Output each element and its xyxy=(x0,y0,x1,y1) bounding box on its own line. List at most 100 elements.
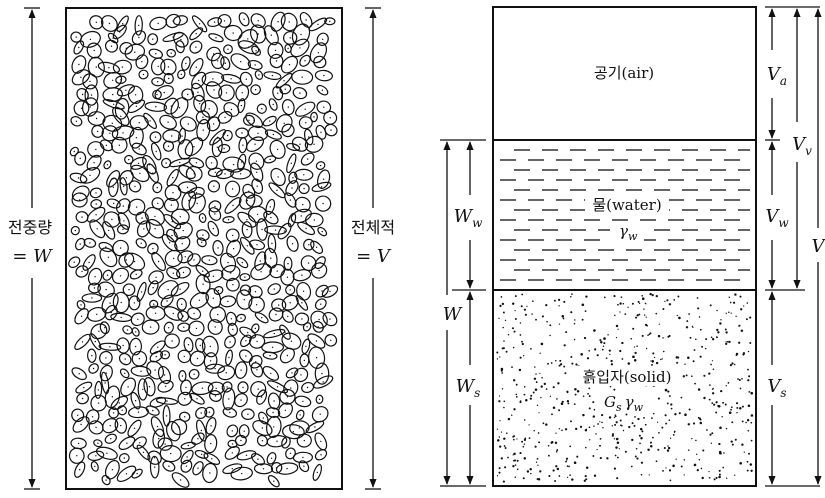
solid-dot xyxy=(673,299,676,301)
solid-dot xyxy=(636,345,638,347)
solid-dot xyxy=(715,401,718,404)
grain-dot xyxy=(77,442,80,445)
soil-grain xyxy=(71,192,88,208)
soil-grain xyxy=(218,84,235,102)
grain-dot xyxy=(225,372,227,374)
grain-dot xyxy=(73,261,75,263)
total-weight-symbol: = W xyxy=(12,246,53,267)
grain-dot xyxy=(227,300,229,303)
solid-dot xyxy=(728,296,731,299)
grain-dot xyxy=(83,386,85,389)
grain-dot xyxy=(118,402,121,404)
grain-dot xyxy=(201,217,204,219)
grain-dot xyxy=(113,202,115,205)
soil-grain xyxy=(208,207,222,221)
solid-dot xyxy=(729,363,733,367)
grain-dot xyxy=(255,160,258,162)
grain-dot xyxy=(318,269,320,272)
soil-grain xyxy=(150,416,165,438)
soil-grain xyxy=(83,237,97,248)
grain-dot xyxy=(171,234,173,237)
soil-grain xyxy=(131,468,143,479)
solid-dot xyxy=(565,460,567,463)
solid-dot xyxy=(516,459,519,462)
grain-dot xyxy=(230,78,232,80)
soil-grain xyxy=(292,87,308,100)
grain-dot xyxy=(283,122,285,125)
grain-dot xyxy=(212,78,214,80)
solid-dot xyxy=(500,367,504,371)
solid-dot xyxy=(556,468,558,470)
soil-grain xyxy=(298,116,313,130)
soil-grain xyxy=(213,286,224,295)
solid-dot xyxy=(521,293,524,296)
grain-dot xyxy=(185,386,187,389)
soil-grain xyxy=(82,254,96,271)
soil-grain xyxy=(152,182,163,194)
grain-dot xyxy=(212,297,214,299)
soil-grain xyxy=(180,379,192,396)
solid-dot xyxy=(700,467,703,470)
solid-dot xyxy=(664,414,667,417)
solid-dot xyxy=(540,396,542,399)
soil-grain xyxy=(245,112,263,129)
soil-grain xyxy=(227,322,239,337)
soil-grain xyxy=(175,40,185,54)
soil-grain xyxy=(322,311,338,327)
grain-dot xyxy=(244,276,246,278)
grain-dot xyxy=(167,145,170,147)
solid-dot xyxy=(657,397,660,400)
grain-dot xyxy=(302,203,304,206)
solid-dot xyxy=(513,452,516,456)
grain-dot xyxy=(156,186,158,189)
solid-dot xyxy=(533,430,535,432)
soil-grain xyxy=(236,450,257,461)
solid-dot xyxy=(529,397,532,400)
grain-dot xyxy=(313,143,315,145)
solid-dot xyxy=(684,413,687,416)
soil-grain xyxy=(185,165,203,182)
solid-dot xyxy=(698,458,701,461)
solid-dot xyxy=(731,443,734,446)
solid-dot xyxy=(512,438,515,441)
grain-dot xyxy=(232,328,234,331)
solid-dot xyxy=(615,446,618,449)
soil-grain xyxy=(177,69,186,80)
grain-dot xyxy=(98,330,100,332)
grain-dot xyxy=(138,36,140,39)
grain-dot xyxy=(198,79,200,82)
solid-dot xyxy=(552,469,555,472)
soil-grain xyxy=(142,154,157,175)
solid-dot xyxy=(616,441,620,444)
soil-grain xyxy=(313,375,334,389)
grain-dot xyxy=(257,20,259,22)
grain-dot xyxy=(105,144,108,146)
grain-dot xyxy=(323,106,325,108)
grain-dot xyxy=(307,158,309,160)
soil-grain xyxy=(264,129,282,140)
soil-grain xyxy=(71,69,91,86)
solid-dot xyxy=(742,352,746,355)
soil-grain xyxy=(203,452,221,465)
soil-grain xyxy=(270,11,286,32)
solid-dot xyxy=(749,463,753,466)
grain-dot xyxy=(184,398,186,400)
solid-dot xyxy=(597,423,599,425)
grain-dot xyxy=(167,66,170,68)
solid-dot xyxy=(653,356,656,359)
soil-grain xyxy=(102,418,119,434)
grain-dot xyxy=(128,158,130,161)
solid-dot xyxy=(574,393,577,396)
grain-dot xyxy=(152,38,154,40)
grain-dot xyxy=(153,303,155,305)
soil-grain xyxy=(141,319,160,335)
soil-grain xyxy=(247,59,263,71)
soil-grain xyxy=(129,337,143,356)
grain-dot xyxy=(95,117,98,120)
total-volume-symbol: = V xyxy=(356,246,392,267)
soil-grain xyxy=(275,462,299,475)
grain-dot xyxy=(300,215,302,217)
soil-grain xyxy=(177,310,190,322)
soil-grain xyxy=(164,249,183,268)
